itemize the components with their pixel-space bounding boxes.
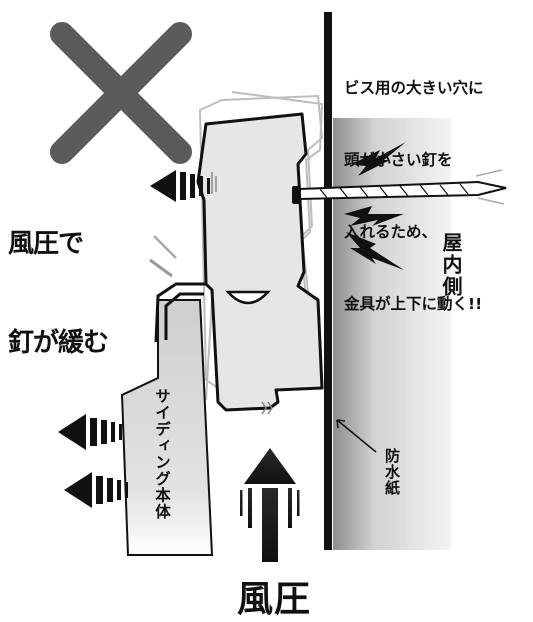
bracket-hook	[149, 235, 206, 343]
paper-leader-line	[336, 419, 377, 453]
wind-pressure-label: 風圧	[237, 579, 312, 620]
wind-effect-label: 風圧で 釘が緩む	[8, 162, 109, 393]
nail-icon	[292, 169, 507, 205]
caption-line: 金具が上下に動く!!	[344, 295, 483, 313]
siding-body	[120, 299, 214, 556]
wind-effect-line: 釘が緩む	[8, 328, 109, 358]
waterproof-paper-line	[324, 12, 332, 550]
caption-text: ビス用の大きい穴に 頭が小さい釘を 入れるため、 金具が上下に動く!!	[344, 28, 484, 340]
wind-effect-line: 風圧で	[8, 229, 84, 259]
wind-arrow-icon	[240, 448, 300, 562]
caption-line: 入れるため、	[344, 223, 438, 241]
metal-bracket	[196, 112, 324, 412]
waterproof-paper-label: 防水紙	[383, 448, 401, 496]
caption-line: ビス用の大きい穴に	[344, 79, 484, 97]
wind-arrow-icon	[150, 170, 210, 202]
bracket-slot	[225, 290, 271, 305]
lightning-icon	[344, 142, 406, 270]
wind-arrow-icon	[58, 414, 128, 508]
caption-line: 頭が小さい釘を	[344, 151, 453, 169]
cross-mark-icon	[50, 22, 192, 164]
siding-body-label: サイディング本体	[153, 388, 171, 520]
indoor-side-label: 屋内側	[439, 232, 463, 298]
vibration-marks	[211, 172, 273, 415]
